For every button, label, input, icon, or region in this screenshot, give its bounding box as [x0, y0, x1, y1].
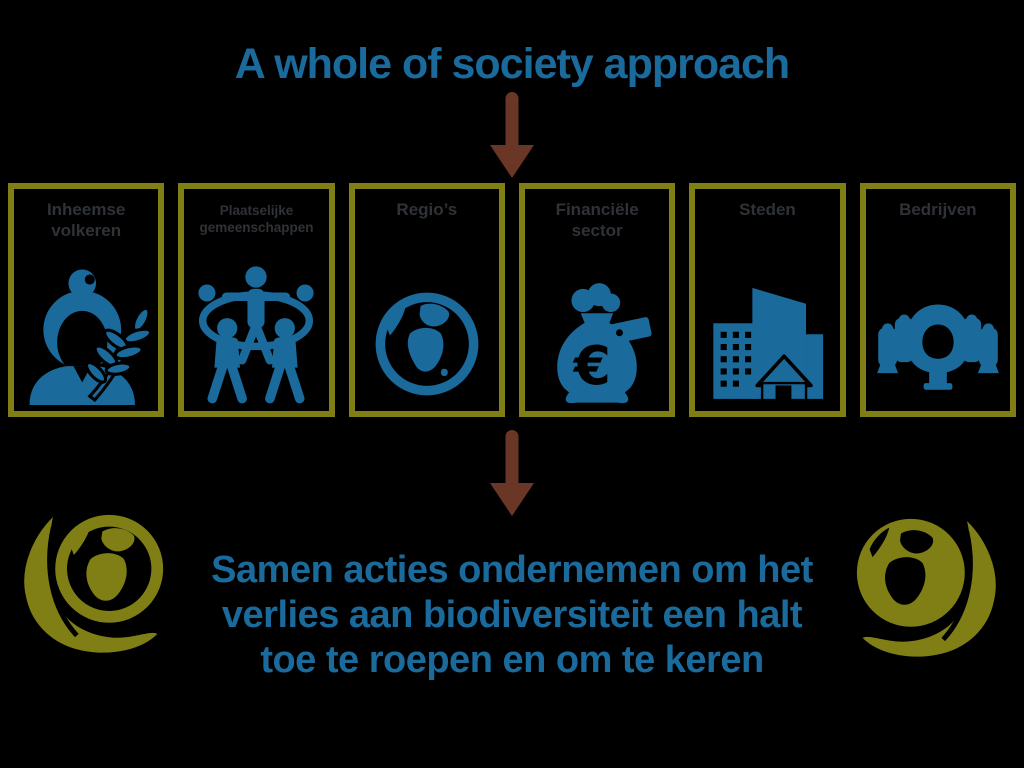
globe-leaf-icon-left	[12, 506, 174, 666]
conclusion-line: Samen acties ondernemen om het	[211, 549, 813, 591]
sector-label: Steden	[739, 200, 796, 219]
sector-label: Financiële sector	[555, 200, 639, 240]
globe-leaf-icon-right	[846, 510, 1008, 670]
sector-label: Plaatselijke gemeenschappen	[199, 203, 314, 235]
globe-icon	[355, 220, 499, 411]
money-bag-euro-icon: €	[525, 241, 669, 411]
conclusion-text: Samen acties ondernemen om het verlies a…	[0, 548, 1024, 683]
sector-box-regios: Regio’s	[348, 183, 505, 417]
sector-label: Regio’s	[396, 200, 458, 219]
sector-row: Inheemse volkeren	[8, 183, 1016, 417]
sector-box-plaatselijke-gemeenschappen: Plaatselijke gemeenschappen	[178, 183, 335, 417]
page-title: A whole of society approach	[234, 40, 790, 88]
sector-box-bedrijven: Bedrijven	[859, 183, 1016, 417]
community-circle-icon	[184, 236, 328, 411]
sector-box-steden: Steden	[689, 183, 846, 417]
indigenous-woman-icon	[14, 241, 158, 411]
sector-box-inheemse-volkeren: Inheemse volkeren	[8, 183, 165, 417]
sector-box-financiele-sector: Financiële sector €	[518, 183, 676, 417]
sector-label: Bedrijven	[899, 200, 977, 219]
svg-text:€: €	[572, 334, 611, 397]
sector-label: Inheemse volkeren	[46, 200, 126, 240]
city-buildings-icon	[695, 220, 839, 411]
down-arrow-icon	[490, 430, 534, 516]
conclusion-line: verlies aan biodiversiteit een halt	[221, 594, 803, 636]
down-arrow-icon	[490, 92, 534, 178]
conclusion-line: toe te roepen en om te keren	[260, 639, 764, 681]
meeting-table-icon	[866, 220, 1010, 411]
